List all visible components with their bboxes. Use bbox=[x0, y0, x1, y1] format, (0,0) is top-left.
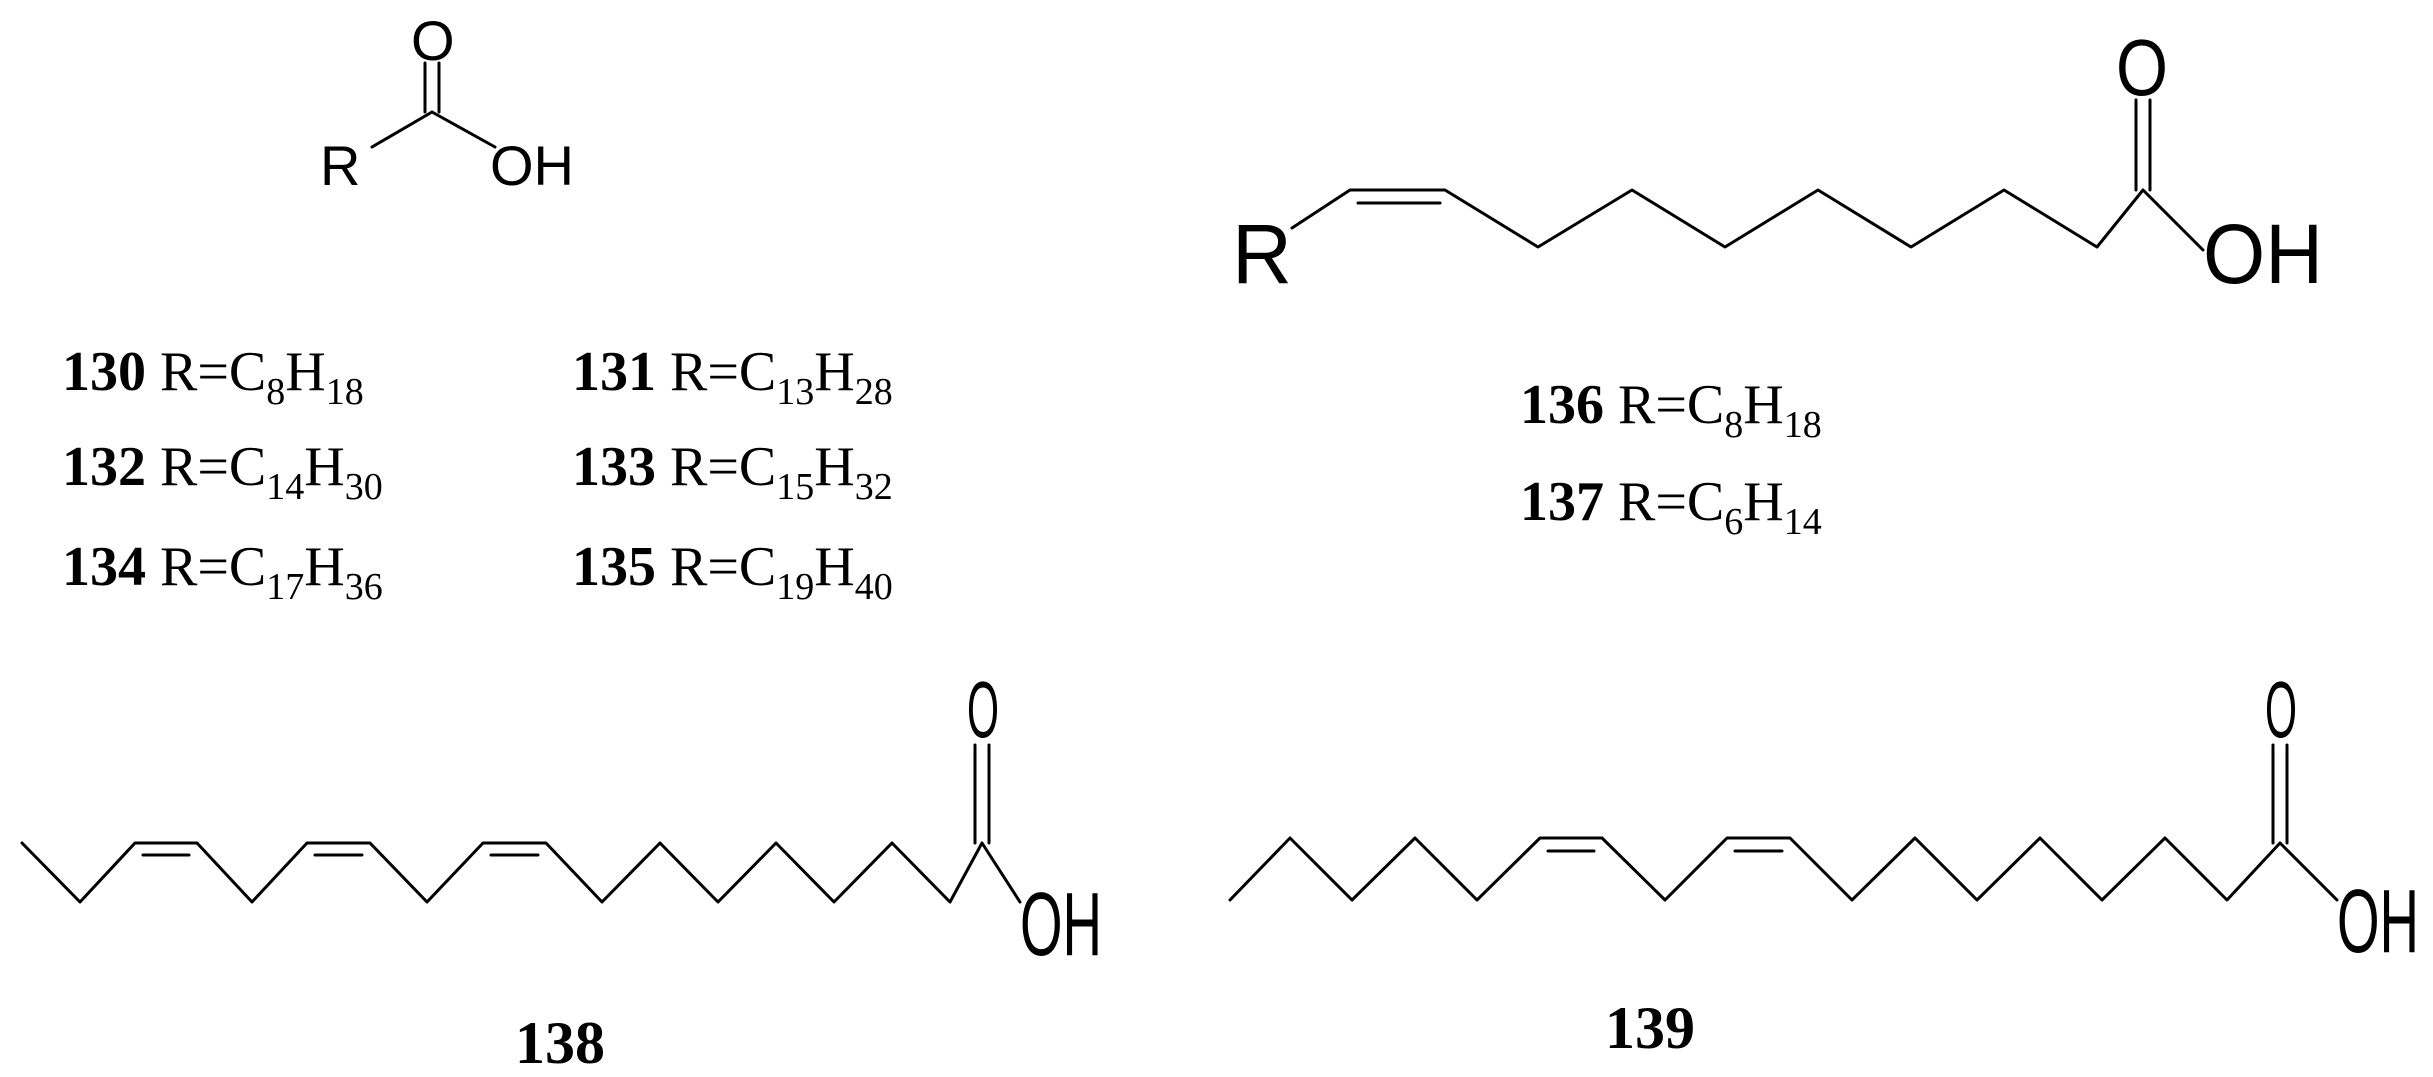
carbon-chain bbox=[20, 841, 1022, 904]
compound-number: 133 bbox=[572, 436, 656, 498]
carbon-chain bbox=[1228, 836, 2339, 902]
carbonyl-double-bond bbox=[2271, 743, 2289, 845]
compound-number: 134 bbox=[62, 536, 146, 598]
compound-number: 130 bbox=[62, 341, 146, 403]
atom-oh: OH bbox=[2203, 207, 2323, 301]
compound-label-138: 138 bbox=[515, 1010, 605, 1076]
compound-label-139: 139 bbox=[1605, 995, 1695, 1061]
general-acid-structure: R O OH bbox=[320, 9, 574, 197]
atom-oh: OH bbox=[1020, 875, 1102, 975]
carbonyl-double-bond bbox=[2134, 98, 2152, 192]
compound-139-structure: O OH 139 bbox=[1228, 665, 2419, 1061]
atom-o: O bbox=[2116, 23, 2168, 112]
monoene-acid-structure: R O OH bbox=[1232, 23, 2323, 301]
atom-r: R bbox=[1232, 207, 1292, 301]
carbonyl-double-bond bbox=[973, 743, 991, 845]
carbonyl-double-bond bbox=[423, 61, 441, 114]
atom-o: O bbox=[967, 665, 999, 754]
compound-number: 136 bbox=[1520, 374, 1604, 436]
atom-oh: OH bbox=[490, 134, 574, 197]
bond-carbonyl-oh bbox=[430, 110, 497, 149]
atom-oh: OH bbox=[2337, 872, 2419, 972]
compound-number: 131 bbox=[572, 341, 656, 403]
carbon-chain bbox=[1290, 188, 2205, 252]
atom-o: O bbox=[2265, 665, 2297, 754]
bond-r-carbonyl bbox=[370, 110, 434, 149]
compound-number: 135 bbox=[572, 536, 656, 598]
atom-o: O bbox=[411, 9, 455, 72]
compound-number: 132 bbox=[62, 436, 146, 498]
compound-number: 137 bbox=[1520, 471, 1604, 533]
atom-r: R bbox=[320, 134, 360, 197]
compound-138-structure: O OH 138 bbox=[20, 665, 1102, 1076]
